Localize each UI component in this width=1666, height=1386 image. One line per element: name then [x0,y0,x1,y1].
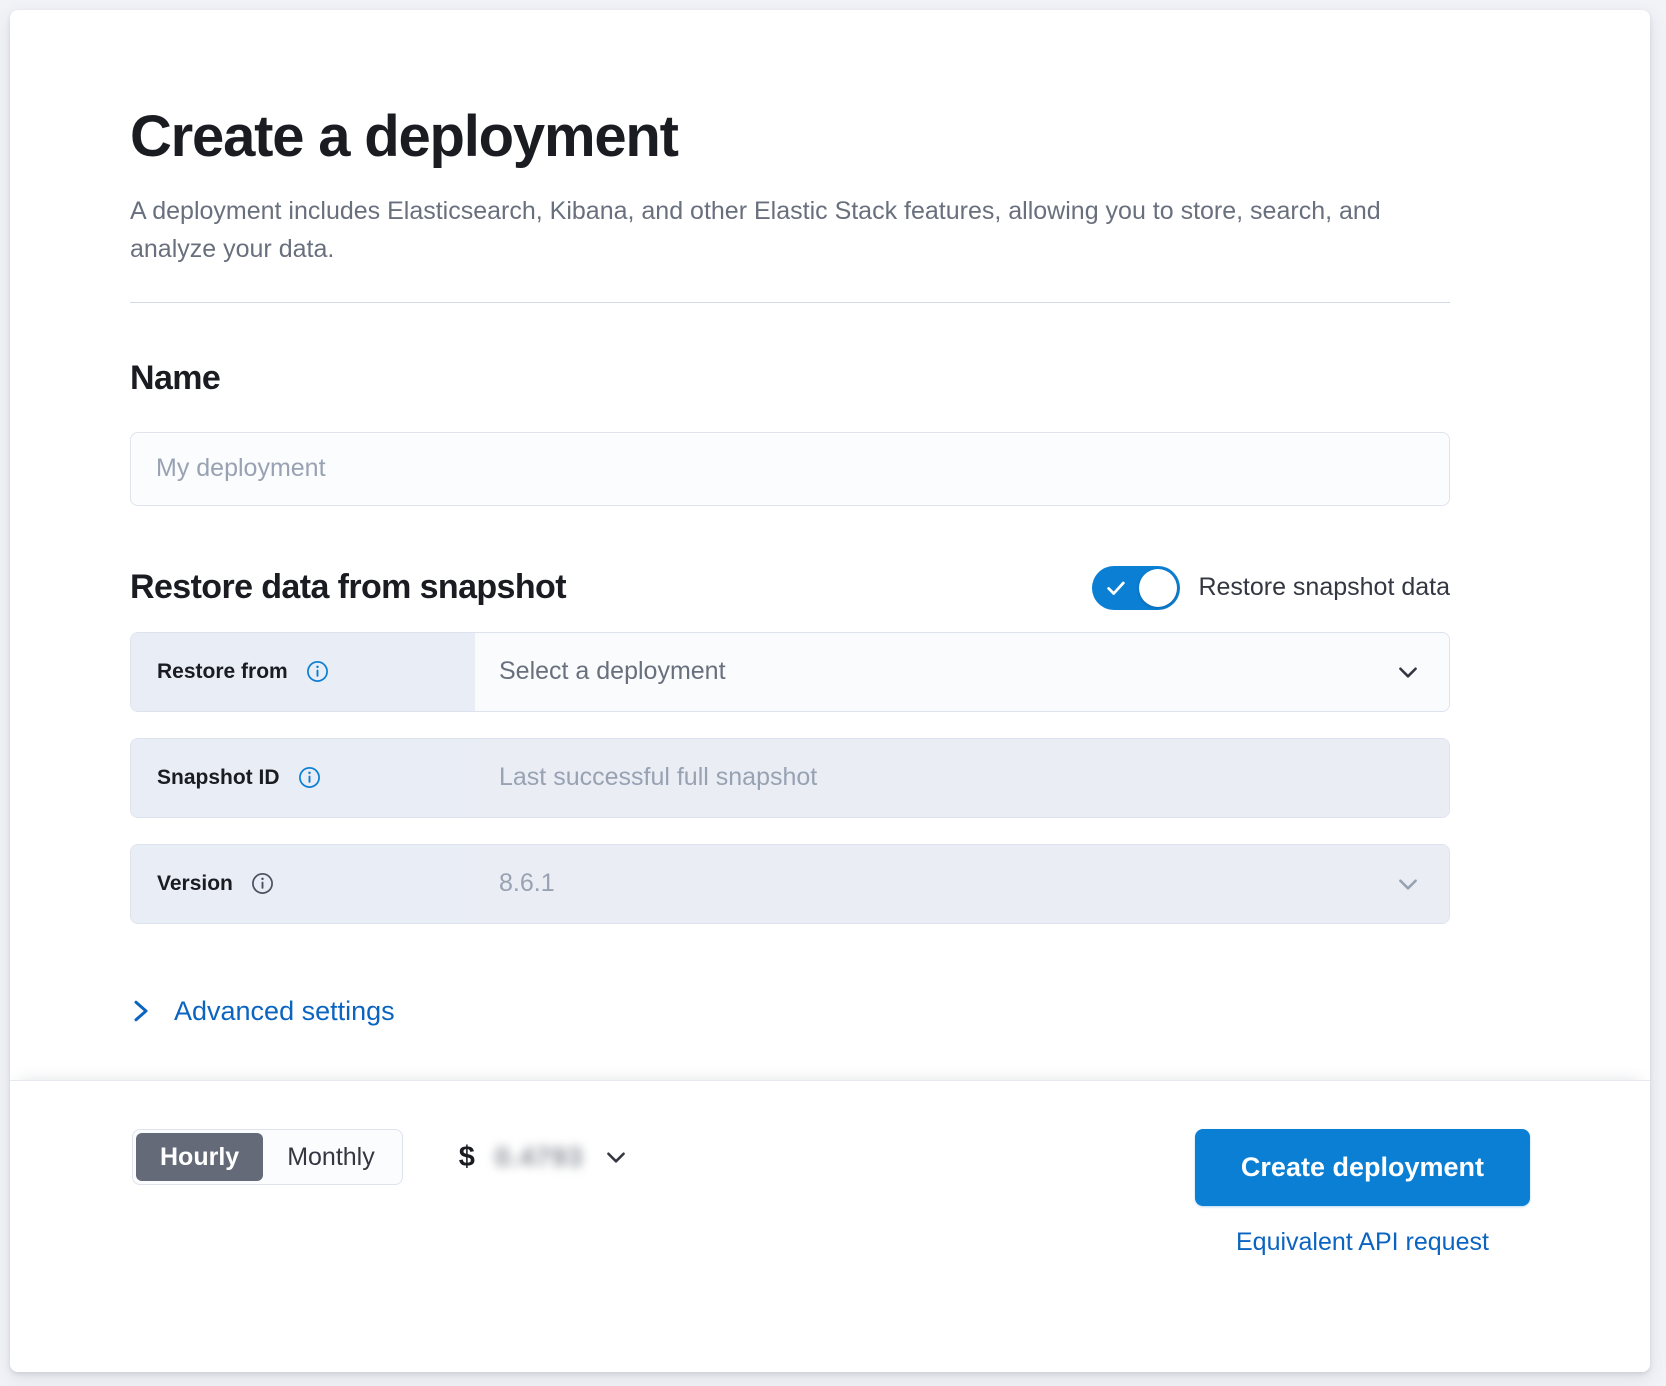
chevron-right-icon [134,1000,148,1022]
price-currency: $ [458,1140,475,1173]
snapshot-id-label: Snapshot ID [157,765,280,789]
restore-from-select[interactable]: Select a deployment [475,632,1449,711]
restore-from-value: Select a deployment [499,657,726,686]
chevron-down-icon [1399,667,1417,678]
restore-toggle-group: Restore snapshot data [1092,565,1450,610]
info-circle-icon[interactable] [306,660,329,683]
restore-section-header: Restore data from snapshot Restore snaps… [130,565,1450,610]
version-select[interactable]: 8.6.1 [475,844,1449,923]
page-title: Create a deployment [130,104,679,169]
restore-section-title: Restore data from snapshot [130,568,567,607]
toggle-knob [1139,568,1178,607]
content-container: Create a deployment A deployment include… [130,104,1520,1031]
version-row: Version 8.6.1 [130,843,1450,924]
billing-period-toggle: Hourly Monthly [132,1129,403,1185]
name-section-title: Name [130,358,221,397]
chevron-down-icon[interactable] [603,1144,629,1170]
advanced-settings-label: Advanced settings [174,995,395,1026]
equivalent-api-request-link[interactable]: Equivalent API request [1235,1228,1489,1256]
advanced-settings-toggle[interactable]: Advanced settings [130,996,395,1027]
info-circle-icon[interactable] [298,766,321,789]
page-subtitle: A deployment includes Elasticsearch, Kib… [130,196,1381,263]
check-icon [1107,581,1126,595]
version-label-group: Version [131,844,475,923]
restore-from-row: Restore from Select a deployment [130,631,1450,712]
panel-body: Create a deployment A deployment include… [10,10,1650,1080]
snapshot-id-row: Snapshot ID Last successful full snapsho… [130,737,1450,818]
billing-option-monthly[interactable]: Monthly [287,1142,375,1171]
panel-footer: Hourly Monthly $ 0.4793 Create deploymen… [10,1080,1650,1372]
deployment-name-placeholder: My deployment [156,454,326,483]
snapshot-id-value: Last successful full snapshot [499,763,818,792]
header-divider [130,301,1450,303]
deployment-name-input[interactable]: My deployment [130,431,1450,506]
footer-left-group: Hourly Monthly $ 0.4793 [132,1129,629,1185]
price-value-redacted: 0.4793 [494,1141,584,1172]
price-display[interactable]: $ 0.4793 [459,1141,630,1174]
billing-option-hourly[interactable]: Hourly [136,1133,264,1181]
info-circle-icon[interactable] [251,872,274,895]
name-section: Name My deployment [130,359,1520,506]
version-value: 8.6.1 [499,869,555,898]
version-label: Version [157,871,233,895]
restore-toggle-label: Restore snapshot data [1198,573,1450,602]
restore-snapshot-toggle[interactable] [1092,565,1181,610]
snapshot-id-label-group: Snapshot ID [131,738,475,817]
restore-from-label: Restore from [157,659,288,683]
restore-from-label-group: Restore from [131,632,475,711]
create-deployment-panel: Create a deployment A deployment include… [10,10,1650,1372]
chevron-down-icon [1399,879,1417,890]
create-deployment-button[interactable]: Create deployment [1194,1129,1530,1206]
snapshot-id-input[interactable]: Last successful full snapshot [475,738,1449,817]
footer-right-group: Create deployment Equivalent API request [1194,1129,1530,1257]
